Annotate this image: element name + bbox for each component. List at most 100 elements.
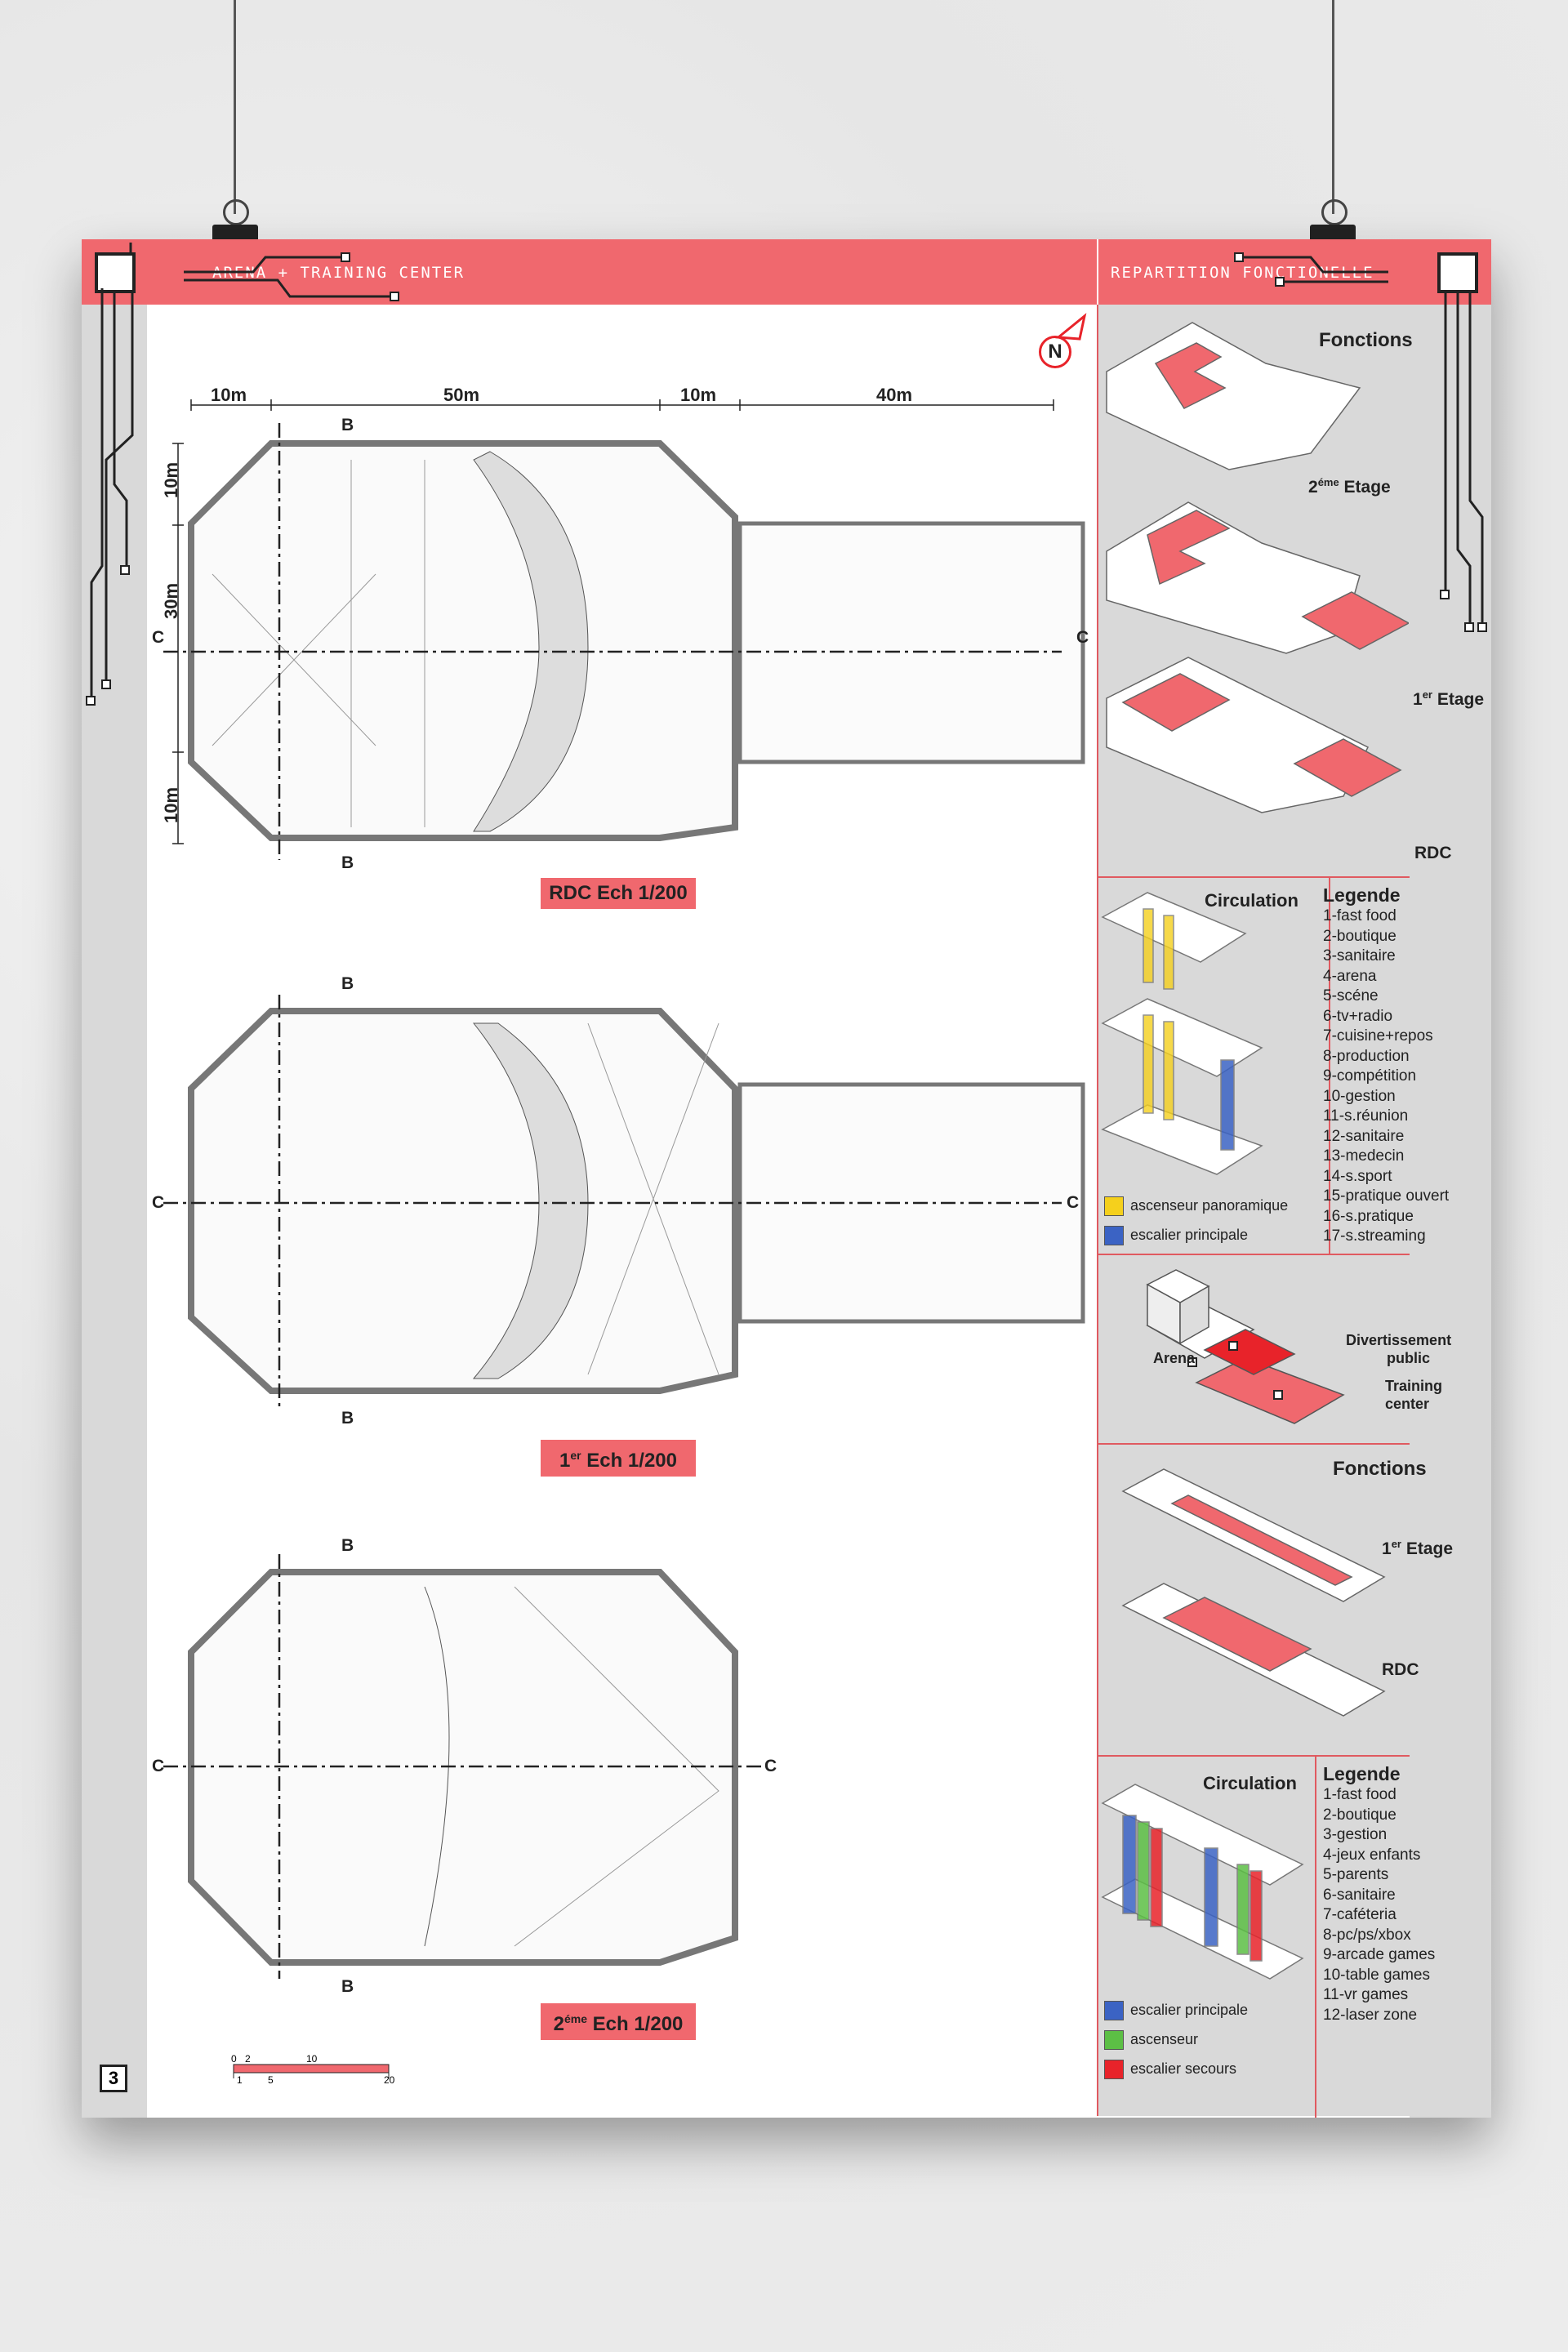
training-legend-title: Legende — [1323, 1763, 1401, 1784]
training-level-rdc: RDC — [1382, 1660, 1419, 1679]
training-isometric-levels — [1121, 1468, 1386, 1717]
binder-clip-ring-left — [223, 199, 249, 225]
training-key-swatch-2 — [1104, 2030, 1124, 2050]
arena-legend-item: 8-production — [1323, 1047, 1410, 1065]
north-arrow-icon: N — [1039, 336, 1071, 368]
arena-key-label-2: escalier principale — [1130, 1227, 1249, 1243]
plan-title-rdc-text: RDC Ech 1/200 — [549, 882, 688, 904]
floor-plans-drawing — [163, 399, 1085, 2078]
section-b-top-1: B — [341, 416, 354, 434]
training-legend-item: 5-parents — [1323, 1866, 1389, 1883]
section-c-right-1: C — [1076, 628, 1089, 647]
section-b-bottom-3: B — [341, 1977, 354, 1996]
training-legend-item: 10-table games — [1323, 1966, 1430, 1984]
training-legend-item: 9-arcade games — [1323, 1946, 1436, 1963]
circuit-lines — [86, 243, 1487, 706]
dim-top-4: 40m — [876, 385, 913, 405]
arena-isometric-levels — [1106, 322, 1409, 813]
training-level-1-rest: Etage — [1401, 1539, 1454, 1558]
training-legend-item: 8-pc/ps/xbox — [1323, 1926, 1411, 1944]
panel-separator-4 — [1097, 1755, 1410, 1757]
header-band: ARENA + TRAINING CENTER REPARTITION FONC… — [82, 239, 1491, 305]
hanging-wire-left — [234, 0, 236, 214]
arena-level-1-sup: er — [1422, 688, 1432, 701]
arena-legend-item: 4-arena — [1323, 967, 1377, 985]
training-level-1-main: 1 — [1382, 1539, 1392, 1558]
panel-separator-1 — [1097, 876, 1410, 878]
mass-label-arena: Arena — [1153, 1350, 1196, 1366]
plan-title-second: 2éme Ech 1/200 — [541, 2003, 696, 2040]
mass-label-training-1: Training — [1385, 1378, 1443, 1394]
plan-first-floor — [163, 995, 1085, 1407]
dim-top-2: 50m — [443, 385, 480, 405]
arena-legend-title: Legende — [1323, 884, 1401, 906]
plan-second-floor — [163, 1554, 768, 1979]
scale-label-1: 1 — [237, 2074, 243, 2086]
circuit-chip-icon-left — [95, 252, 136, 293]
arena-legend-item: 11-s.réunion — [1323, 1107, 1409, 1125]
header-divider — [1097, 239, 1098, 305]
arena-legend-item: 5-scéne — [1323, 987, 1379, 1004]
training-circulation-diagram — [1101, 1784, 1304, 1980]
section-b-bottom-1: B — [341, 853, 354, 872]
section-c-left-3: C — [152, 1757, 165, 1775]
arena-legend-item: 2-boutique — [1323, 927, 1396, 945]
section-c-right-2: C — [1067, 1193, 1080, 1212]
scale-label-10: 10 — [306, 2053, 318, 2065]
training-key-swatch-1 — [1104, 2001, 1124, 2020]
arena-legend-item: 15-pratique ouvert — [1323, 1187, 1450, 1205]
training-key-label-2: ascenseur — [1130, 2031, 1199, 2047]
training-circulation-title: Circulation — [1203, 1773, 1297, 1793]
plan-title-second-sup: éme — [564, 2012, 587, 2025]
plan-title-second-main: 2 — [553, 2013, 564, 2035]
mass-label-divert-1: Divertissement — [1346, 1332, 1452, 1348]
section-c-left-1: C — [152, 628, 165, 647]
section-b-bottom-2: B — [341, 1409, 354, 1428]
arena-legend-item: 12-sanitaire — [1323, 1127, 1405, 1145]
dim-top-3: 10m — [680, 385, 717, 405]
arena-key-label-1: ascenseur panoramique — [1130, 1197, 1289, 1214]
right-circuit-band — [1410, 305, 1491, 2118]
arena-legend-item: 13-medecin — [1323, 1147, 1405, 1165]
header-left-title: ARENA + TRAINING CENTER — [212, 264, 466, 282]
plan-title-first: 1er Ech 1/200 — [541, 1440, 696, 1477]
training-legend-item: 7-caféteria — [1323, 1906, 1396, 1923]
training-key-swatch-3 — [1104, 2060, 1124, 2079]
arena-level-2: 2éme Etage — [1308, 476, 1391, 497]
arena-level-2-rest: Etage — [1339, 478, 1391, 497]
mass-volume-diagram — [1146, 1269, 1345, 1424]
arena-legend-item: 16-s.pratique — [1323, 1207, 1414, 1225]
arena-key-swatch-2 — [1104, 1226, 1124, 1245]
section-c-left-2: C — [152, 1193, 165, 1212]
dim-top-1: 10m — [211, 385, 247, 405]
plan-title-first-rest: Ech 1/200 — [581, 1450, 677, 1472]
header-right-title: REPARTITION FONCTIONELLE — [1111, 264, 1374, 282]
hanging-wire-right — [1332, 0, 1334, 214]
training-legend-item: 11-vr games — [1323, 1986, 1409, 2003]
arena-legend-item: 14-s.sport — [1323, 1167, 1392, 1185]
training-legend-item: 6-sanitaire — [1323, 1886, 1396, 1904]
training-legend-item: 4-jeux enfants — [1323, 1846, 1421, 1864]
arena-circulation-title: Circulation — [1205, 890, 1298, 911]
plan-title-first-sup: er — [570, 1449, 581, 1462]
legend-divider-1 — [1329, 878, 1330, 1254]
panel-separator-2 — [1097, 1254, 1410, 1255]
arena-legend-item: 10-gestion — [1323, 1087, 1396, 1105]
arena-level-2-main: 2 — [1308, 478, 1318, 497]
scale-label-5: 5 — [268, 2074, 274, 2086]
arena-level-rdc: RDC — [1414, 844, 1452, 862]
training-legend-list: 1-fast food 2-boutique 3-gestion 4-jeux … — [1323, 1785, 1435, 2025]
mass-label-divert-2: public — [1387, 1350, 1430, 1366]
training-legend-item: 2-boutique — [1323, 1806, 1396, 1824]
arena-level-1: 1er Etage — [1413, 688, 1484, 710]
arena-legend-item: 1-fast food — [1323, 907, 1396, 924]
plan-title-rdc: RDC Ech 1/200 — [541, 878, 696, 909]
arena-legend-item: 3-sanitaire — [1323, 947, 1396, 964]
section-b-top-2: B — [341, 974, 354, 993]
mass-label-training-2: center — [1385, 1396, 1430, 1412]
plan-title-second-rest: Ech 1/200 — [586, 2013, 684, 2035]
legend-divider-2 — [1315, 1757, 1316, 2118]
training-key-label-1: escalier principale — [1130, 2002, 1249, 2018]
arena-circulation-diagram — [1101, 892, 1263, 1175]
panel-separator-3 — [1097, 1443, 1410, 1445]
